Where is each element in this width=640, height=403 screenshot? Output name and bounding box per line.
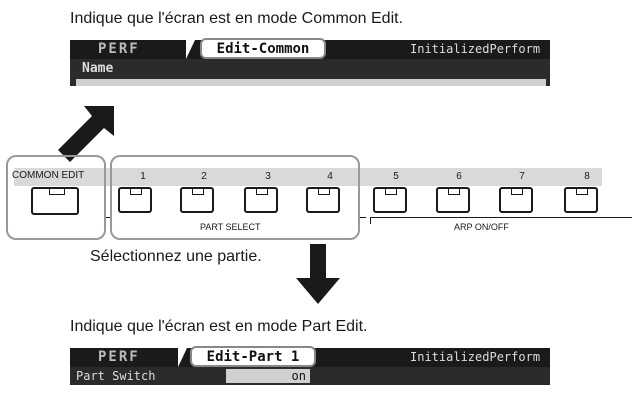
arp-button-6[interactable] [436, 187, 470, 213]
part-select-button-1[interactable] [118, 187, 152, 213]
part-select-label: PART SELECT [200, 222, 261, 232]
caption-common-edit: Indique que l'écran est en mode Common E… [70, 10, 404, 27]
lcd-row-part-switch-label: Part Switch [76, 369, 156, 383]
part-button-1-number: 1 [140, 171, 146, 182]
led-icon [130, 188, 142, 195]
bracket-line [370, 217, 371, 224]
lcd-value-field [76, 79, 546, 86]
arp-button-5-number: 5 [393, 171, 399, 182]
part-button-3-number: 3 [265, 171, 271, 182]
caption-select-part: Sélectionnez une partie. [90, 248, 262, 265]
led-icon [256, 188, 268, 195]
lcd-row-name-label: Name [82, 61, 114, 76]
lcd-part-switch-value: on [226, 369, 310, 383]
arp-button-7-number: 7 [519, 171, 525, 182]
common-edit-led-icon [49, 188, 65, 195]
led-icon [318, 188, 330, 195]
arp-button-7[interactable] [499, 187, 533, 213]
bracket-line [360, 217, 366, 218]
led-icon [448, 188, 460, 195]
lcd-performance-name: InitializedPerform [410, 350, 541, 364]
lcd-tab-separator [186, 40, 195, 59]
lcd-mode-label: PERF [98, 349, 140, 365]
lcd-tab-edit-common: Edit-Common [200, 38, 326, 59]
lcd-cutoff [70, 86, 550, 108]
part-button-2-number: 2 [201, 171, 207, 182]
bracket-line [106, 217, 110, 218]
arrow-up-left-icon [58, 106, 114, 162]
arp-button-8-number: 8 [584, 171, 590, 182]
part-select-button-2[interactable] [180, 187, 214, 213]
caption-part-edit: Indique que l'écran est en mode Part Edi… [70, 318, 368, 335]
lcd-performance-name: InitializedPerform [410, 42, 541, 56]
common-edit-highlight [6, 155, 106, 240]
lcd-row-name: Name [70, 59, 550, 78]
lcd-screen-common: PERF Edit-Common InitializedPerform Name [70, 38, 550, 108]
lcd-row-value-partial [70, 78, 550, 86]
part-button-4-number: 4 [327, 171, 333, 182]
arp-button-6-number: 6 [456, 171, 462, 182]
arp-button-8[interactable] [564, 187, 598, 213]
led-icon [385, 188, 397, 195]
lcd-tab-edit-part-1: Edit-Part 1 [190, 346, 316, 367]
part-select-button-4[interactable] [306, 187, 340, 213]
part-select-highlight [110, 155, 360, 240]
common-edit-button[interactable] [31, 187, 79, 215]
led-icon [511, 188, 523, 195]
lcd-row-part-switch: Part Switch on [70, 367, 550, 385]
common-edit-label: COMMON EDIT [12, 170, 85, 181]
led-icon [192, 188, 204, 195]
lcd-screen-part: PERF Edit-Part 1 InitializedPerform Part… [70, 346, 550, 388]
lcd-tab-separator [178, 348, 187, 367]
part-select-button-3[interactable] [244, 187, 278, 213]
lcd-mode-label: PERF [98, 41, 140, 57]
arp-bracket-line [370, 217, 632, 218]
led-icon [576, 188, 588, 195]
arp-button-5[interactable] [373, 187, 407, 213]
arp-on-off-label: ARP ON/OFF [454, 222, 509, 232]
panel-strip [14, 168, 602, 186]
arrow-down-icon [296, 244, 340, 304]
